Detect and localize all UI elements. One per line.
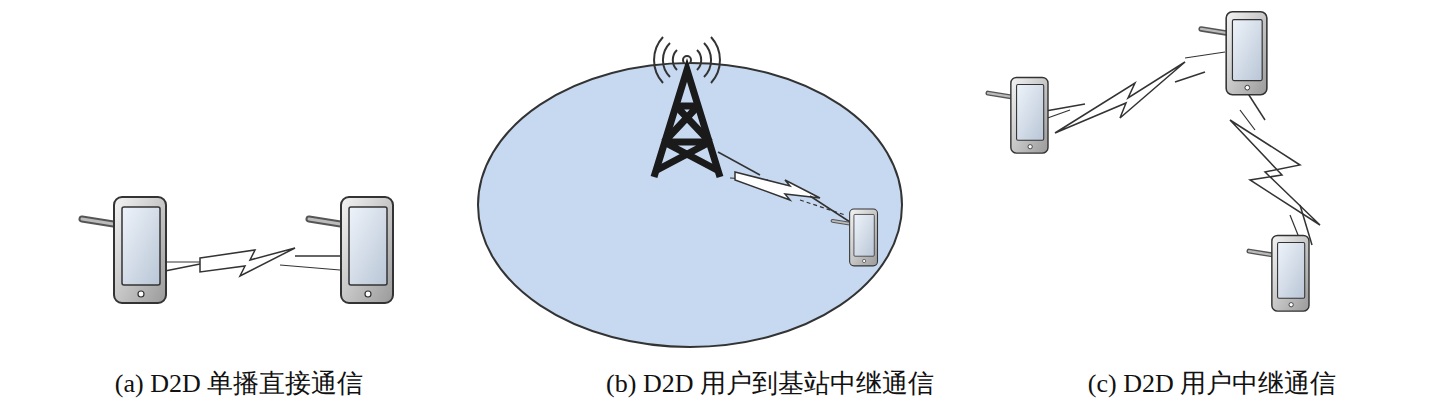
relay-links [1040, 52, 1320, 245]
phone-icon [1201, 12, 1267, 95]
panel-caption: (a) D2D 单播直接通信 [115, 368, 363, 399]
phone-icon [309, 197, 393, 303]
relay-link [718, 152, 850, 222]
panel-caption: (c) D2D 用户中继通信 [1088, 368, 1336, 399]
phone-icon [1249, 235, 1309, 311]
direct-link [160, 248, 340, 276]
phone-icon [988, 77, 1048, 153]
phone-icon [833, 209, 878, 266]
phone-icon [82, 197, 166, 303]
base-station-tower [654, 70, 720, 177]
panel-caption: (b) D2D 用户到基站中继通信 [606, 368, 934, 399]
cell-coverage [478, 63, 902, 347]
